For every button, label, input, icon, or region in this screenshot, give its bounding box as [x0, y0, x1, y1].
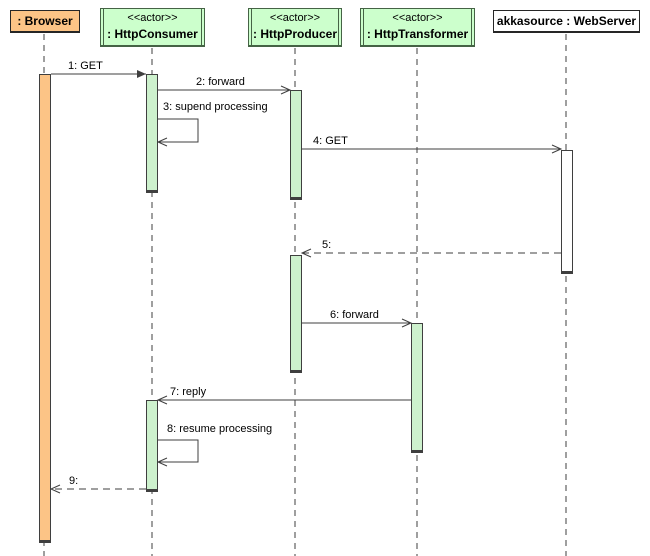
double-border-line — [251, 9, 252, 45]
participant-box-web-server: akkasource : WebServer — [493, 10, 640, 33]
message-arrowhead-1 — [137, 70, 146, 78]
message-label-7: 7: reply — [170, 386, 207, 398]
activation-bar-http-transformer — [411, 323, 423, 453]
message-label-2: 2: forward — [196, 76, 245, 88]
participant-box-http-consumer: <<actor>>: HttpConsumer — [100, 8, 205, 47]
message-arrowhead-9 — [49, 484, 61, 494]
message-arrowhead-4 — [551, 144, 563, 154]
activation-bar-http-producer — [290, 255, 302, 373]
message-label-9: 9: — [69, 475, 79, 487]
participant-name: : Browser — [17, 14, 73, 28]
activation-bar-http-consumer — [146, 400, 158, 492]
self-message-line-3 — [158, 118, 199, 143]
message-label-8: 8: resume processing — [167, 423, 273, 435]
stereotype-label: <<actor>> — [269, 12, 321, 25]
self-message-arrowhead-3 — [156, 137, 168, 147]
self-message-arrowhead-8 — [156, 457, 168, 467]
message-label-5: 5: — [322, 239, 332, 251]
self-message-line-8 — [158, 439, 199, 463]
message-label-1: 1: GET — [68, 60, 103, 72]
stereotype-label: <<actor>> — [392, 12, 443, 25]
activation-bar-web-server — [561, 150, 573, 274]
double-border-line — [363, 9, 364, 45]
message-label-4: 4: GET — [313, 135, 348, 147]
message-label-3: 3: supend processing — [163, 101, 268, 113]
activation-bar-http-producer — [290, 90, 302, 200]
participant-box-http-producer: <<actor>>: HttpProducer — [248, 8, 342, 47]
double-border-line — [201, 9, 202, 45]
participant-name: : HttpTransformer — [366, 26, 469, 41]
stereotype-label: <<actor>> — [127, 12, 178, 25]
message-arrowhead-7 — [156, 395, 168, 405]
activation-bar-browser — [39, 74, 51, 543]
activation-bar-http-consumer — [146, 74, 158, 193]
participant-name: akkasource : WebServer — [496, 14, 637, 28]
double-border-line — [338, 9, 339, 45]
participant-name: : HttpConsumer — [107, 26, 198, 41]
message-label-6: 6: forward — [330, 309, 379, 321]
participant-box-http-transformer: <<actor>>: HttpTransformer — [360, 8, 475, 47]
participant-box-browser: : Browser — [10, 10, 80, 33]
double-border-line — [471, 9, 472, 45]
double-border-line — [103, 9, 104, 45]
message-arrowhead-5 — [300, 248, 312, 258]
participant-name: : HttpProducer — [253, 26, 337, 41]
